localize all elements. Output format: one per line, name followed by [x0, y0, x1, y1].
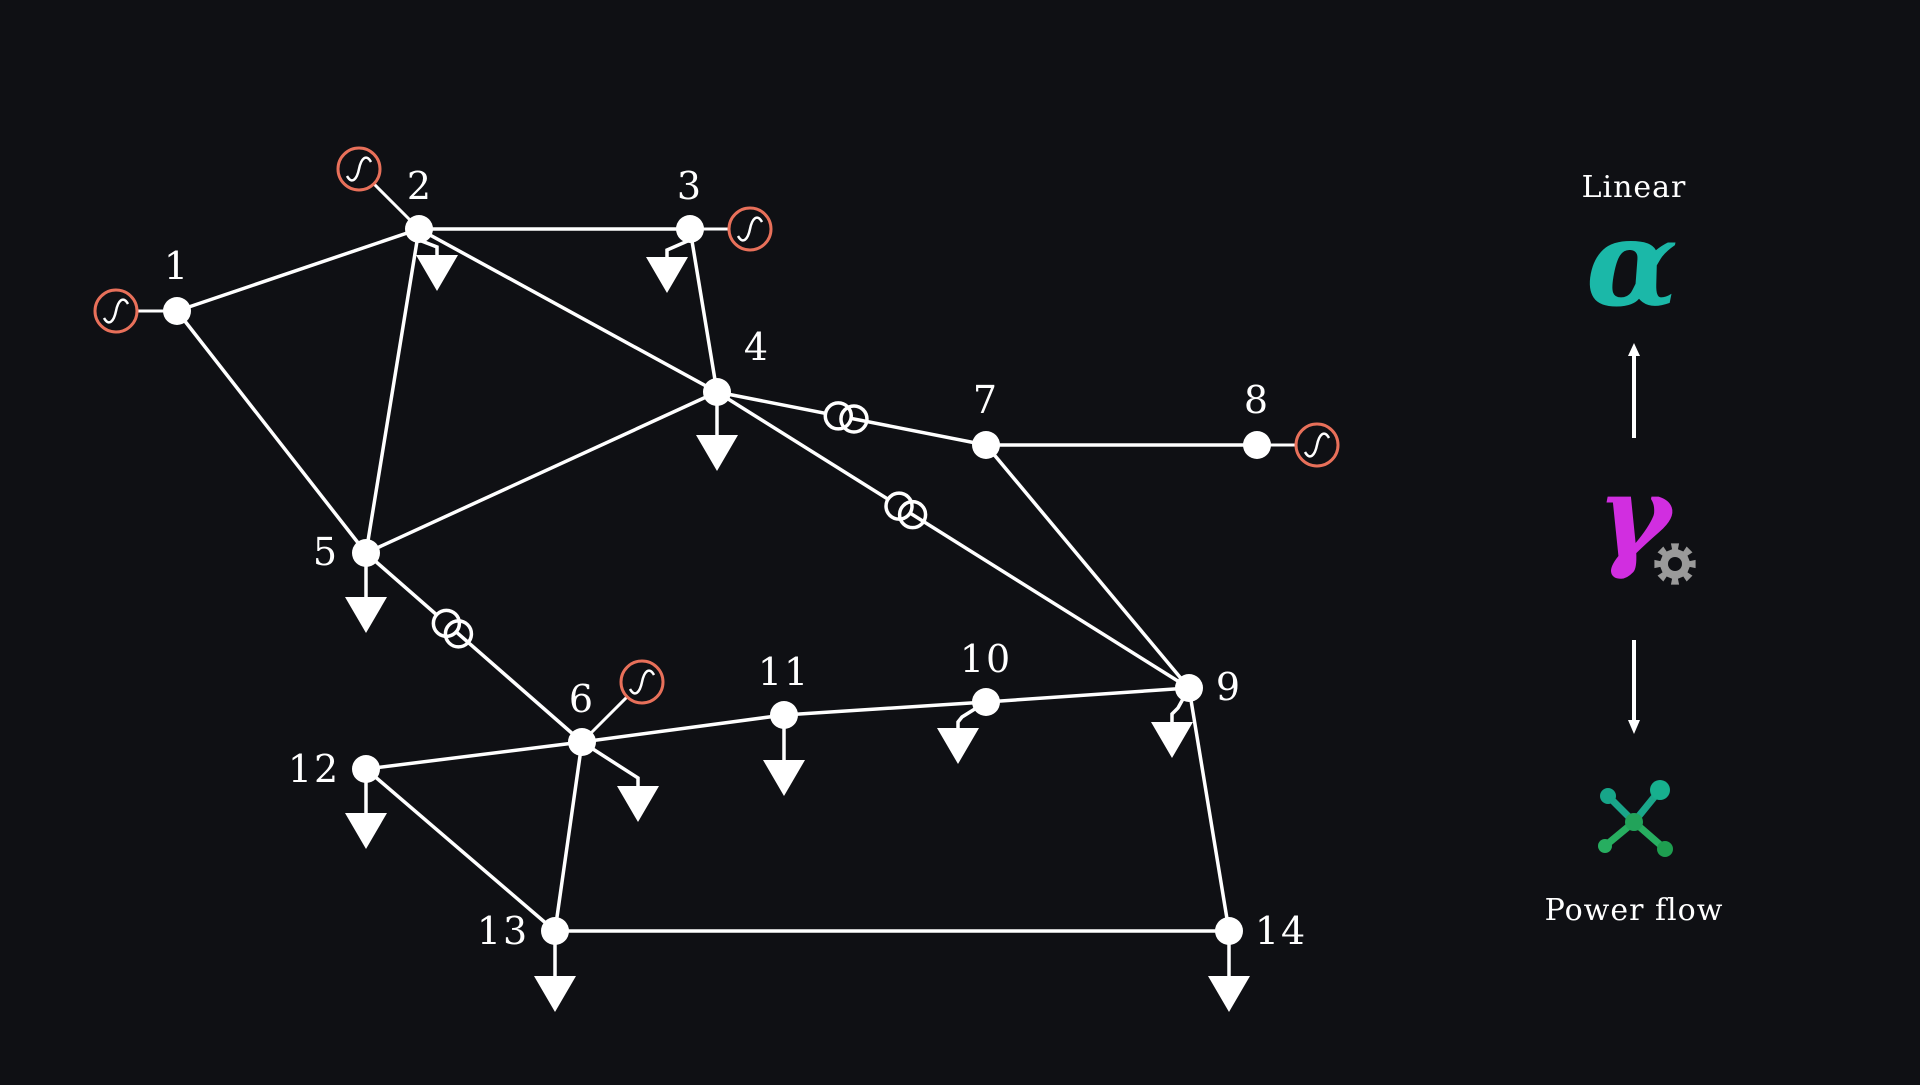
load-6-arrow-icon	[581, 740, 659, 822]
line-1-2	[176, 227, 420, 313]
bus-2-label: 2	[407, 164, 433, 208]
bus-9-node	[1175, 674, 1203, 702]
bus-5-label: 5	[313, 530, 339, 574]
transformers-layer	[364, 390, 1190, 744]
bus-11-node	[770, 701, 798, 729]
bus-7-label: 7	[973, 378, 999, 422]
bus-8-node	[1243, 431, 1271, 459]
bus-1-label: 1	[164, 244, 190, 288]
bus-6-node	[568, 728, 596, 756]
generator-8-icon	[1257, 422, 1340, 468]
line-4-5	[365, 390, 718, 555]
bus-12-label: 12	[288, 747, 340, 791]
line-3-4	[688, 228, 719, 393]
bus-10-label: 10	[960, 637, 1012, 681]
bus-8-label: 8	[1244, 378, 1270, 422]
loads-layer	[345, 229, 1250, 1012]
transformer-5-6	[364, 551, 584, 744]
bus-14-node	[1215, 917, 1243, 945]
gear-icon	[1654, 543, 1696, 585]
line-10-11	[783, 700, 987, 717]
line-9-14	[1187, 687, 1231, 932]
alpha-symbol: α	[1586, 193, 1678, 334]
bus-3-node	[676, 215, 704, 243]
bus-9-label: 9	[1216, 665, 1242, 709]
buses-layer	[163, 215, 1271, 945]
linear-label: Linear	[1582, 170, 1687, 205]
bus-6-label: 6	[569, 677, 595, 721]
line-6-11	[581, 713, 785, 744]
line-12-13	[364, 767, 557, 933]
bus-12-node	[352, 755, 380, 783]
arrow-down-icon	[1628, 640, 1640, 734]
bus-7-node	[972, 431, 1000, 459]
line-6-13	[553, 741, 584, 932]
arrow-up-icon	[1628, 343, 1640, 438]
line-7-9	[984, 443, 1191, 690]
bus-13-node	[541, 917, 569, 945]
side-panel: Linear α γ	[1545, 170, 1724, 928]
generators-layer	[93, 146, 1340, 744]
bus-3-label: 3	[677, 164, 703, 208]
bus-4-label: 4	[744, 325, 770, 369]
line-9-10	[985, 686, 1190, 704]
line-2-5	[364, 228, 421, 554]
bus-1-node	[163, 297, 191, 325]
network-graph-icon	[1598, 780, 1673, 857]
line-2-4	[418, 227, 718, 394]
bus-13-label: 13	[477, 909, 529, 953]
bus-10-node	[972, 688, 1000, 716]
line-1-5	[175, 309, 368, 555]
bus-2-node	[405, 215, 433, 243]
bus-5-node	[352, 539, 380, 567]
bus-14-label: 14	[1255, 909, 1307, 953]
line-6-12	[365, 740, 583, 771]
transformer-4-7	[716, 390, 987, 447]
transformer-4-9	[716, 390, 1190, 690]
power-flow-label: Power flow	[1545, 893, 1724, 928]
bus-11-label: 11	[758, 650, 810, 694]
load-10-arrow-icon	[937, 700, 987, 764]
lines-layer	[175, 227, 1257, 933]
bus-4-node	[703, 378, 731, 406]
